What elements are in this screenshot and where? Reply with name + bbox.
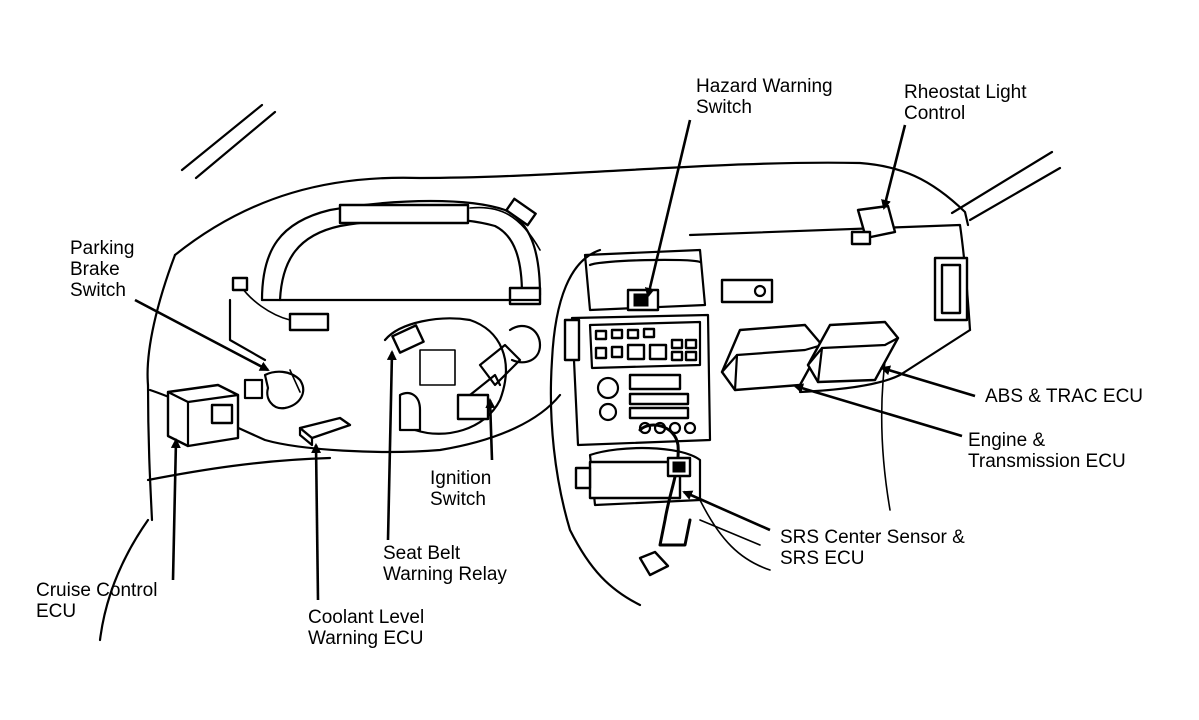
label-seat-belt-warning-relay: Seat Belt Warning Relay (383, 543, 507, 585)
srs-leader (682, 490, 771, 532)
console-buttons (594, 327, 698, 362)
label-coolant-level-warning-ecu: Coolant Level Warning ECU (308, 607, 425, 649)
cruise-control-ecu (166, 383, 240, 448)
rheostat-leader (881, 124, 907, 210)
label-srs-center-sensor: SRS Center Sensor & SRS ECU (780, 527, 965, 569)
abs-leader (880, 365, 976, 398)
ignition-leader (485, 398, 496, 461)
label-engine-transmission-ecu: Engine & Transmission ECU (968, 430, 1126, 472)
vents (563, 256, 969, 362)
seatbelt-leader (386, 350, 397, 541)
label-ignition-switch: Ignition Switch (430, 468, 492, 510)
instrument-cluster (231, 197, 542, 332)
shift-lever-area (574, 423, 702, 577)
rheostat-control-body (850, 204, 897, 246)
hazard-switch-body (626, 288, 660, 312)
abs-trac-ecu (806, 320, 900, 384)
steering-column (383, 317, 542, 435)
label-hazard-warning-switch: Hazard Warning Switch (696, 76, 833, 118)
radio-unit (596, 373, 697, 435)
label-cruise-control-ecu: Cruise Control ECU (36, 580, 158, 622)
coolant-leader (311, 443, 322, 601)
parking-leader (134, 298, 270, 372)
engine-transmission-ecu (720, 323, 824, 392)
label-parking-brake-switch: Parking Brake Switch (70, 238, 135, 301)
cruise-leader (170, 438, 181, 581)
dashboard-outline (98, 161, 972, 642)
windshield-lines (180, 103, 1062, 222)
leader-lines (134, 119, 976, 601)
label-abs-trac-ecu: ABS & TRAC ECU (985, 386, 1144, 407)
hazard-leader (644, 119, 692, 298)
engine-leader (793, 383, 963, 438)
label-rheostat-light-control: Rheostat Light Control (904, 82, 1027, 124)
coolant-level-ecu (298, 416, 352, 447)
parking-brake-assembly (228, 298, 305, 410)
